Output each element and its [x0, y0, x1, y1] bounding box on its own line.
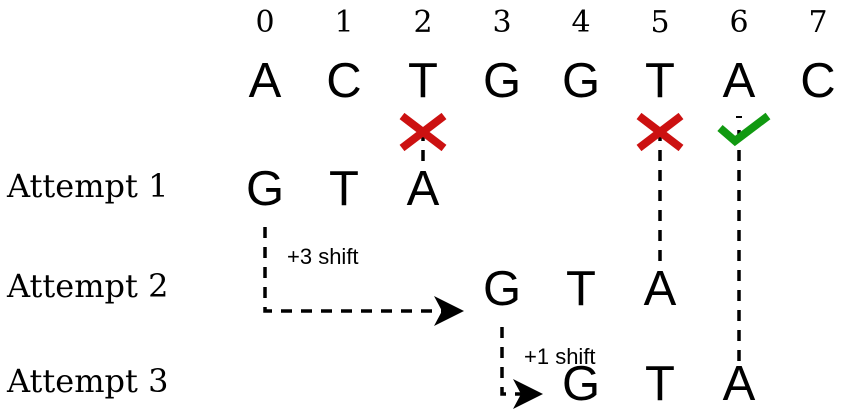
- check-icon: [717, 112, 771, 147]
- text-char: A: [249, 54, 282, 108]
- pattern-char: T: [645, 357, 675, 411]
- shift-arrow: +1 shift: [500, 327, 596, 409]
- alignment-guides: [421, 130, 741, 364]
- pattern-char: A: [644, 262, 677, 316]
- attempt-label: Attempt 3: [6, 362, 168, 400]
- shift-label: +1 shift: [524, 344, 596, 369]
- pattern-char: G: [246, 162, 284, 216]
- index-row: 0 1 2 3 4 5 6 7: [255, 5, 827, 40]
- comparison-marks: [399, 112, 771, 152]
- text-char: A: [723, 54, 756, 108]
- pattern-char: A: [407, 162, 440, 216]
- arrowhead-icon: [513, 379, 543, 409]
- text-char: T: [645, 54, 675, 108]
- index-label: 6: [729, 5, 748, 40]
- shift-arrows: +3 shift +1 shift: [263, 227, 596, 409]
- index-label: 2: [413, 5, 432, 40]
- text-char: T: [408, 54, 438, 108]
- pattern-char: G: [562, 357, 600, 411]
- arrowhead-icon: [434, 296, 464, 326]
- index-label: 5: [650, 5, 669, 40]
- index-label: 3: [492, 5, 511, 40]
- text-char: G: [483, 54, 521, 108]
- attempt-label: Attempt 2: [6, 267, 168, 305]
- text-char: G: [562, 54, 600, 108]
- attempt-label: Attempt 1: [6, 167, 168, 205]
- text-char: C: [326, 54, 361, 108]
- cross-icon: [399, 112, 447, 152]
- cross-icon: [636, 112, 684, 152]
- index-label: 4: [571, 5, 590, 40]
- pattern-char: A: [723, 357, 756, 411]
- pattern-char: T: [566, 262, 596, 316]
- shift-label: +3 shift: [287, 244, 359, 269]
- pattern-char: T: [329, 162, 359, 216]
- text-char: C: [800, 54, 835, 108]
- shift-arrow: +3 shift: [263, 227, 464, 326]
- pattern-char: G: [483, 262, 521, 316]
- index-label: 1: [334, 5, 353, 40]
- index-label: 0: [255, 5, 274, 40]
- index-label: 7: [808, 5, 827, 40]
